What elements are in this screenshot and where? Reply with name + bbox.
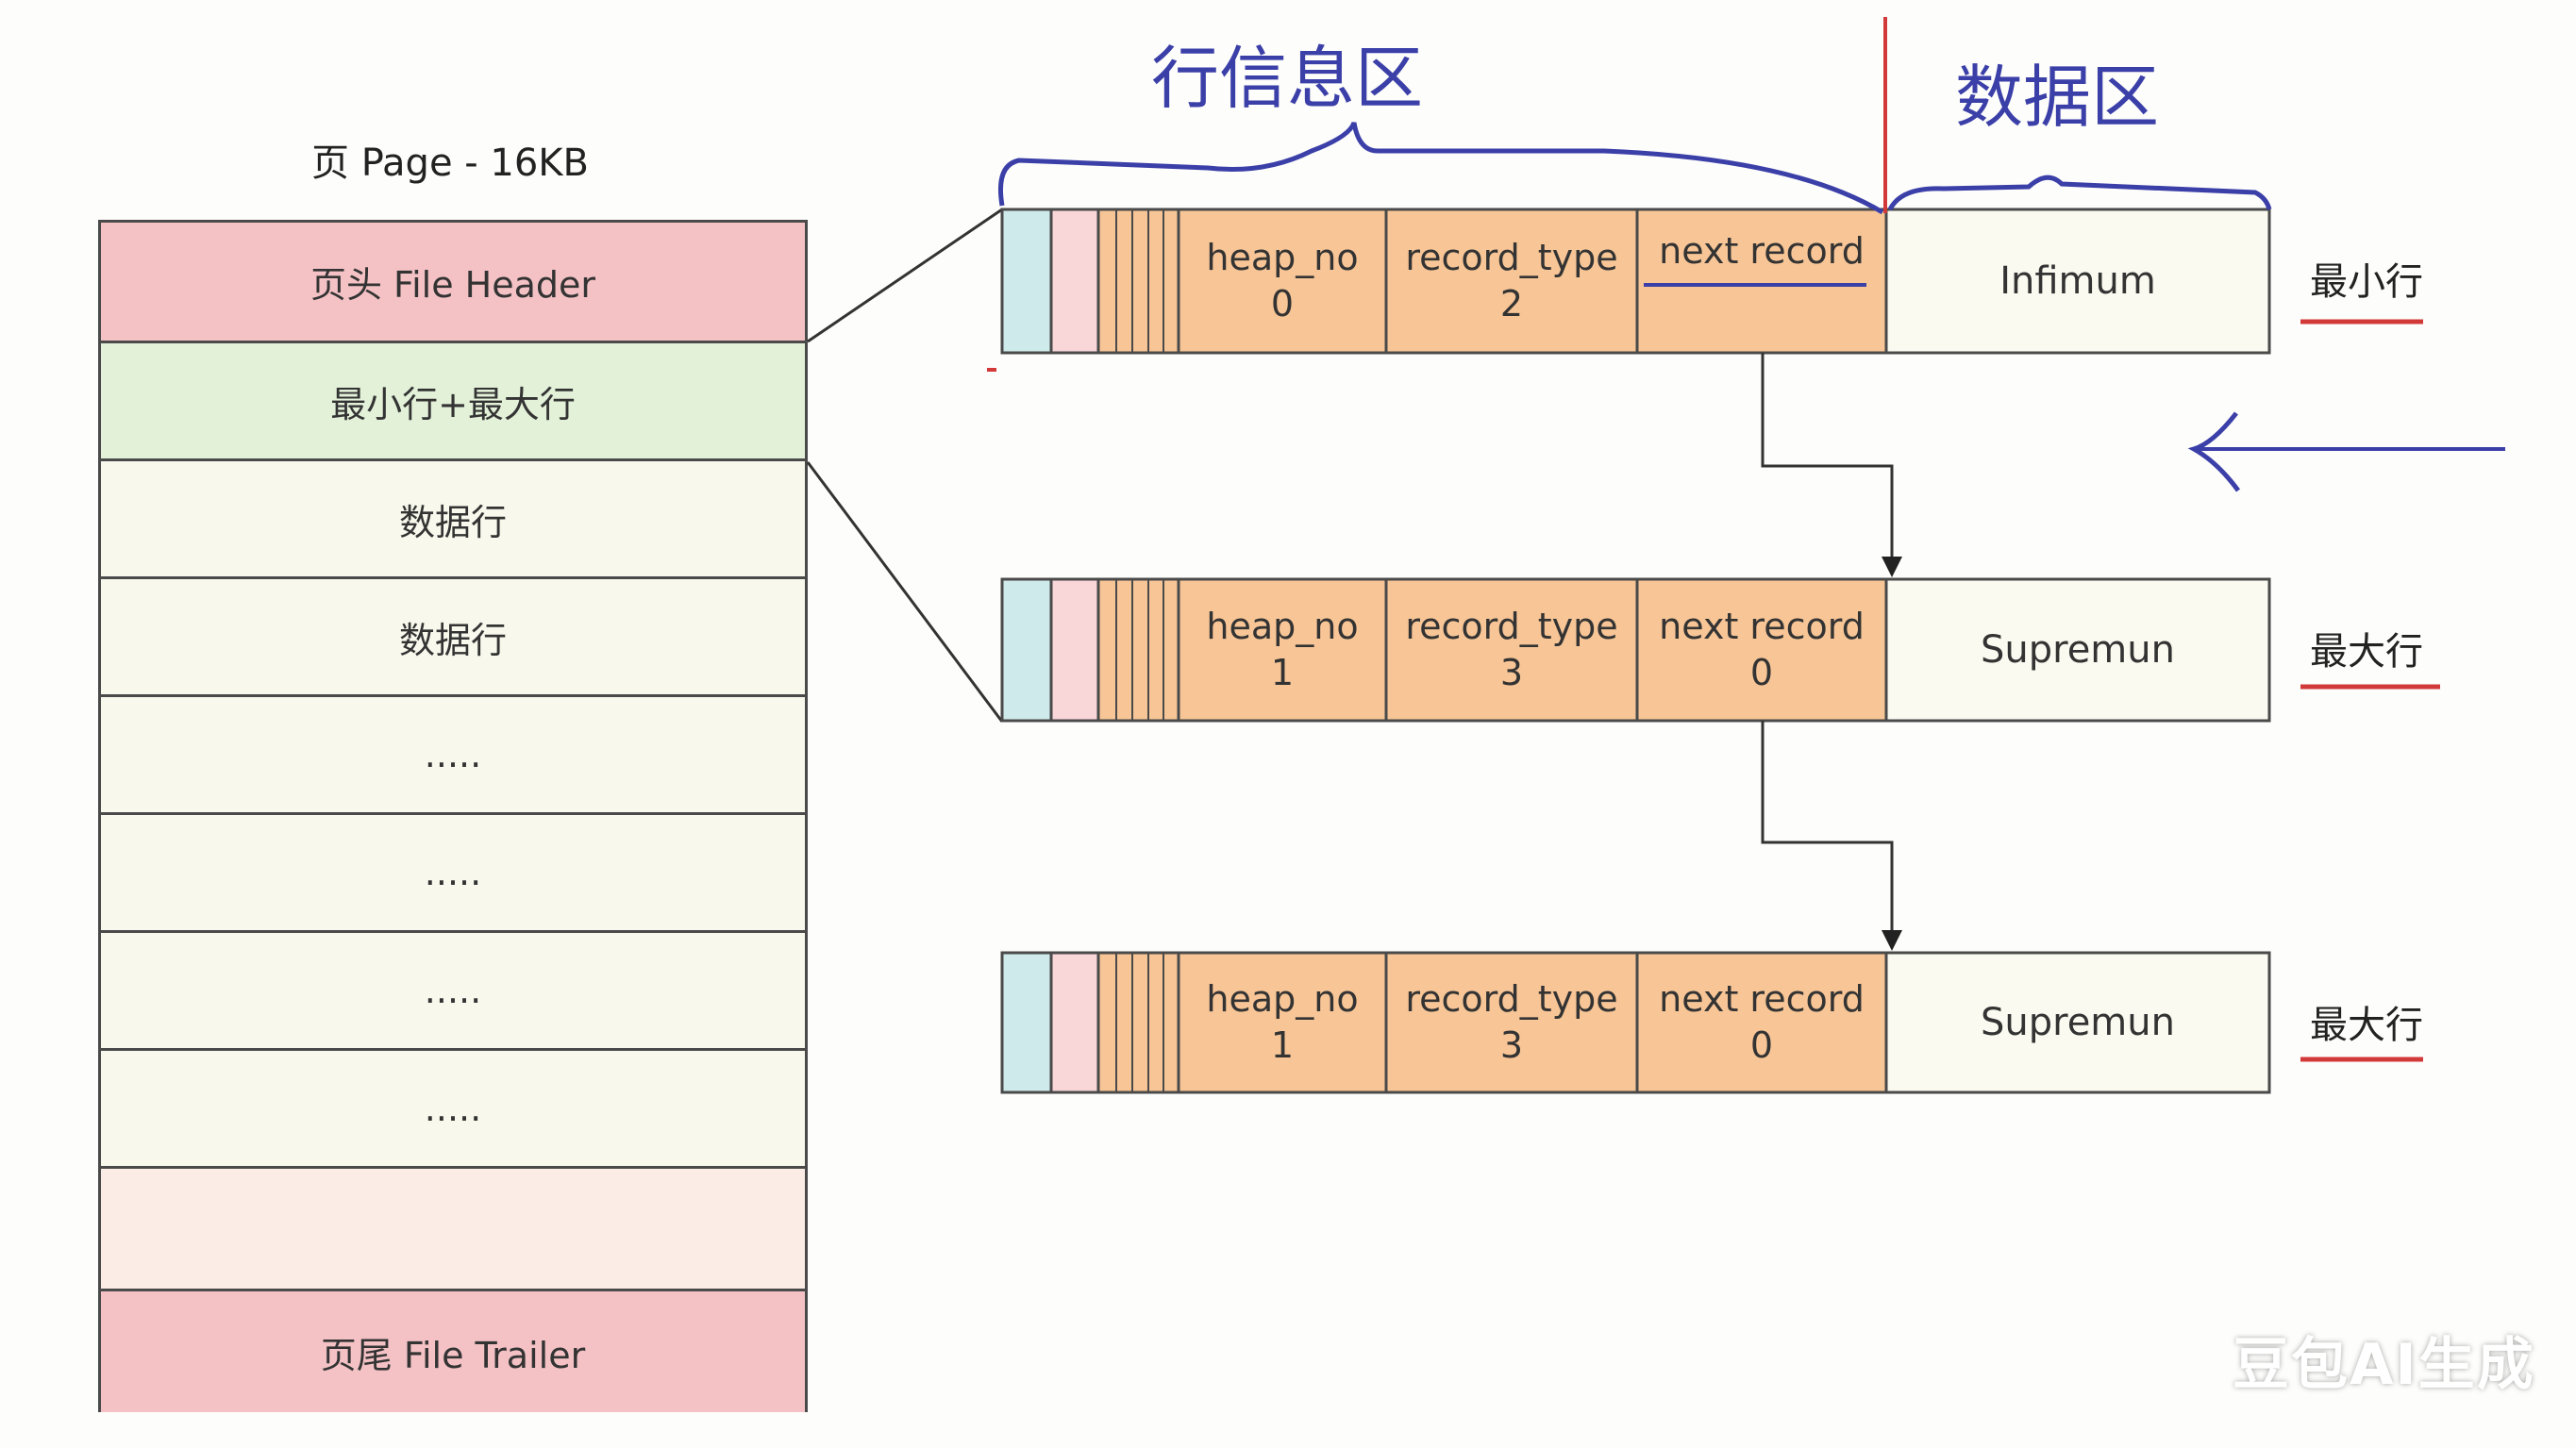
heap-no-label: heap_no [1206, 236, 1359, 278]
record-side-label: 最大行 [2310, 1004, 2423, 1047]
page-row-data: 数据行 [101, 461, 805, 579]
next-record-value: 0 [1749, 652, 1774, 693]
record-data-cell: Supremun [1981, 1001, 2175, 1044]
next-record-field: next record 0 [1637, 579, 1886, 721]
record-side-label: 最小行 [2310, 260, 2423, 304]
arrow-left-icon [2187, 411, 2505, 492]
record-row-1-shapes [1000, 208, 2271, 355]
page-row-ellipsis: ..... [101, 933, 805, 1051]
page-row-free-space [101, 1169, 805, 1291]
next-record-pointer-2 [1761, 721, 1894, 936]
record-type-value: 3 [1499, 1024, 1524, 1066]
record-type-value: 3 [1499, 652, 1524, 693]
next-record-label: next record [1659, 230, 1865, 272]
heap-no-field: heap_no 0 [1179, 209, 1386, 353]
heap-no-field: heap_no 1 [1179, 579, 1386, 721]
page-row-data: 数据行 [101, 579, 805, 697]
page-row-ellipsis: ..... [101, 815, 805, 933]
record-data-cell: Infimum [1999, 259, 2156, 303]
page-row-file-header: 页头 File Header [101, 223, 805, 343]
watermark: 豆包AI生成 [2233, 1332, 2535, 1398]
next-record-pointer-1 [1761, 353, 1894, 562]
row-info-brace [998, 121, 1884, 215]
heap-no-value: 1 [1270, 1024, 1295, 1066]
page-row-ellipsis: ..... [101, 1051, 805, 1169]
page-row-ellipsis: ..... [101, 697, 805, 815]
next-record-field: next record [1637, 209, 1886, 353]
heap-no-label: heap_no [1206, 977, 1359, 1020]
record-type-value: 2 [1499, 283, 1524, 325]
next-record-value: 0 [1749, 1024, 1774, 1066]
page-row-min-max: 最小行+最大行 [101, 343, 805, 461]
row-info-zone-label: 行信息区 [1151, 39, 1424, 118]
next-record-label: next record [1659, 977, 1865, 1020]
arrow-head-icon [1882, 557, 1902, 577]
data-zone-label: 数据区 [1955, 58, 2160, 137]
page-title: 页 Page - 16KB [311, 141, 589, 185]
record-type-field: record_type 2 [1386, 209, 1637, 353]
heap-no-label: heap_no [1206, 605, 1359, 647]
page-structure: 页头 File Header 最小行+最大行 数据行 数据行 ..... ...… [98, 220, 808, 1412]
heap-no-value: 1 [1270, 652, 1295, 693]
record-type-label: record_type [1405, 977, 1618, 1020]
record-data-cell: Supremun [1981, 628, 2175, 672]
record-type-field: record_type 3 [1386, 579, 1637, 721]
record-type-field: record_type 3 [1386, 953, 1637, 1092]
page-row-file-trailer: 页尾 File Trailer [101, 1291, 805, 1412]
record-row-2-shapes [1000, 577, 2271, 723]
arrow-head-icon [1882, 930, 1902, 951]
heap-no-field: heap_no 1 [1179, 953, 1386, 1092]
callout-line-top [807, 208, 1003, 343]
callout-line-bottom [806, 461, 1004, 723]
record-side-label: 最大行 [2310, 630, 2423, 674]
next-record-label: next record [1659, 605, 1865, 647]
record-type-label: record_type [1405, 605, 1618, 647]
heap-no-value: 0 [1270, 283, 1295, 325]
record-row-3-shapes [1000, 951, 2271, 1094]
data-brace [1887, 175, 2272, 211]
next-record-field: next record 0 [1637, 953, 1886, 1092]
record-type-label: record_type [1405, 236, 1618, 278]
